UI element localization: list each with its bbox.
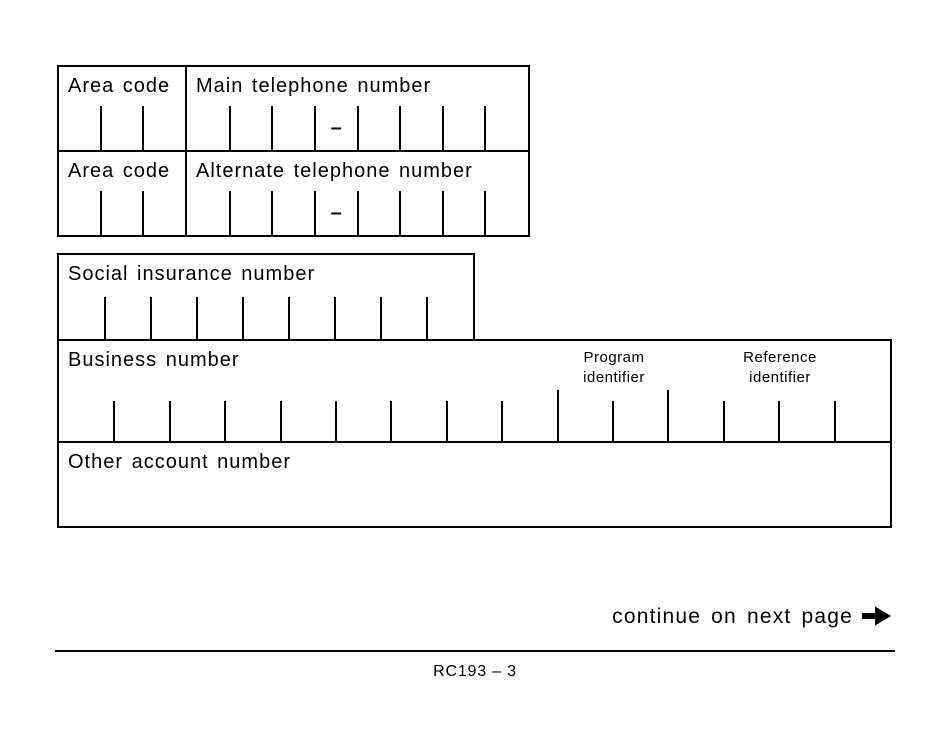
digit-separator-tick — [356, 106, 359, 150]
digit-separator-tick — [313, 106, 316, 150]
other-account-label: Other account number — [68, 451, 291, 473]
digit-separator-tick — [426, 297, 428, 339]
digit-separator-tick — [334, 401, 337, 441]
digit-separator-tick — [228, 106, 231, 150]
digit-separator-tick — [288, 297, 290, 339]
alternate-telephone-label: Alternate telephone number — [196, 160, 473, 182]
area-code-label: Area code — [68, 75, 171, 97]
telephone-fields-box: Area code Main telephone number – Area c… — [57, 65, 530, 237]
arrow-right-icon — [862, 606, 891, 626]
digit-separator-tick — [142, 106, 144, 150]
digit-separator-tick — [228, 191, 231, 235]
digit-separator-tick — [441, 191, 444, 235]
business-number-section: Business number Program identifier Refer… — [59, 341, 890, 443]
digit-separator-tick — [150, 297, 152, 339]
digit-separator-tick — [484, 106, 487, 150]
area-code-label: Area code — [68, 160, 171, 182]
digit-separator-tick — [100, 191, 102, 235]
digit-separator-tick — [356, 191, 359, 235]
digit-separator-tick — [441, 106, 444, 150]
digit-separator-tick — [399, 191, 402, 235]
digit-separator-tick — [271, 106, 274, 150]
other-account-section[interactable]: Other account number — [59, 443, 890, 526]
main-telephone-label: Main telephone number — [196, 75, 432, 97]
digit-separator-tick — [501, 401, 504, 441]
digit-separator-tick — [113, 401, 116, 441]
digit-separator-tick — [445, 401, 448, 441]
continue-text: continue on next page — [612, 605, 853, 628]
digit-separator-tick — [195, 297, 198, 339]
main-telephone-cell: Main telephone number – — [187, 67, 528, 150]
digit-separator-tick — [556, 390, 559, 441]
alternate-area-code-cell: Area code — [59, 152, 187, 235]
main-telephone-row: Area code Main telephone number – — [59, 67, 528, 150]
digit-separator-tick — [722, 401, 725, 441]
alternate-telephone-cell: Alternate telephone number – — [187, 152, 528, 235]
digit-separator-tick — [399, 106, 402, 150]
business-account-box: Business number Program identifier Refer… — [57, 339, 892, 528]
digit-separator-tick — [778, 401, 781, 441]
digit-separator-tick — [333, 297, 336, 339]
alternate-telephone-row: Area code Alternate telephone number – — [59, 150, 528, 235]
digit-separator-tick — [611, 401, 614, 441]
digit-separator-tick — [390, 401, 393, 441]
phone-dash: – — [330, 201, 342, 224]
digit-separator-tick — [833, 401, 836, 441]
digit-separator-tick — [667, 390, 670, 441]
business-number-label: Business number — [68, 349, 240, 371]
digit-separator-tick — [224, 401, 227, 441]
sin-label: Social insurance number — [68, 263, 316, 285]
digit-separator-tick — [242, 297, 244, 339]
digit-separator-tick — [104, 297, 106, 339]
phone-dash: – — [330, 116, 342, 139]
program-identifier-label: Program identifier — [583, 349, 645, 386]
continue-note: continue on next page — [0, 605, 892, 629]
digit-separator-tick — [271, 191, 274, 235]
footer-divider — [55, 650, 895, 652]
page-number: RC193 – 3 — [433, 663, 517, 680]
digit-separator-tick — [313, 191, 316, 235]
digit-separator-tick — [100, 106, 102, 150]
digit-separator-tick — [484, 191, 487, 235]
digit-separator-tick — [279, 401, 282, 441]
reference-identifier-label: Reference identifier — [743, 349, 817, 386]
main-area-code-cell: Area code — [59, 67, 187, 150]
digit-separator-tick — [380, 297, 382, 339]
sin-field-box: Social insurance number — [57, 253, 475, 339]
digit-separator-tick — [168, 401, 171, 441]
digit-separator-tick — [142, 191, 144, 235]
